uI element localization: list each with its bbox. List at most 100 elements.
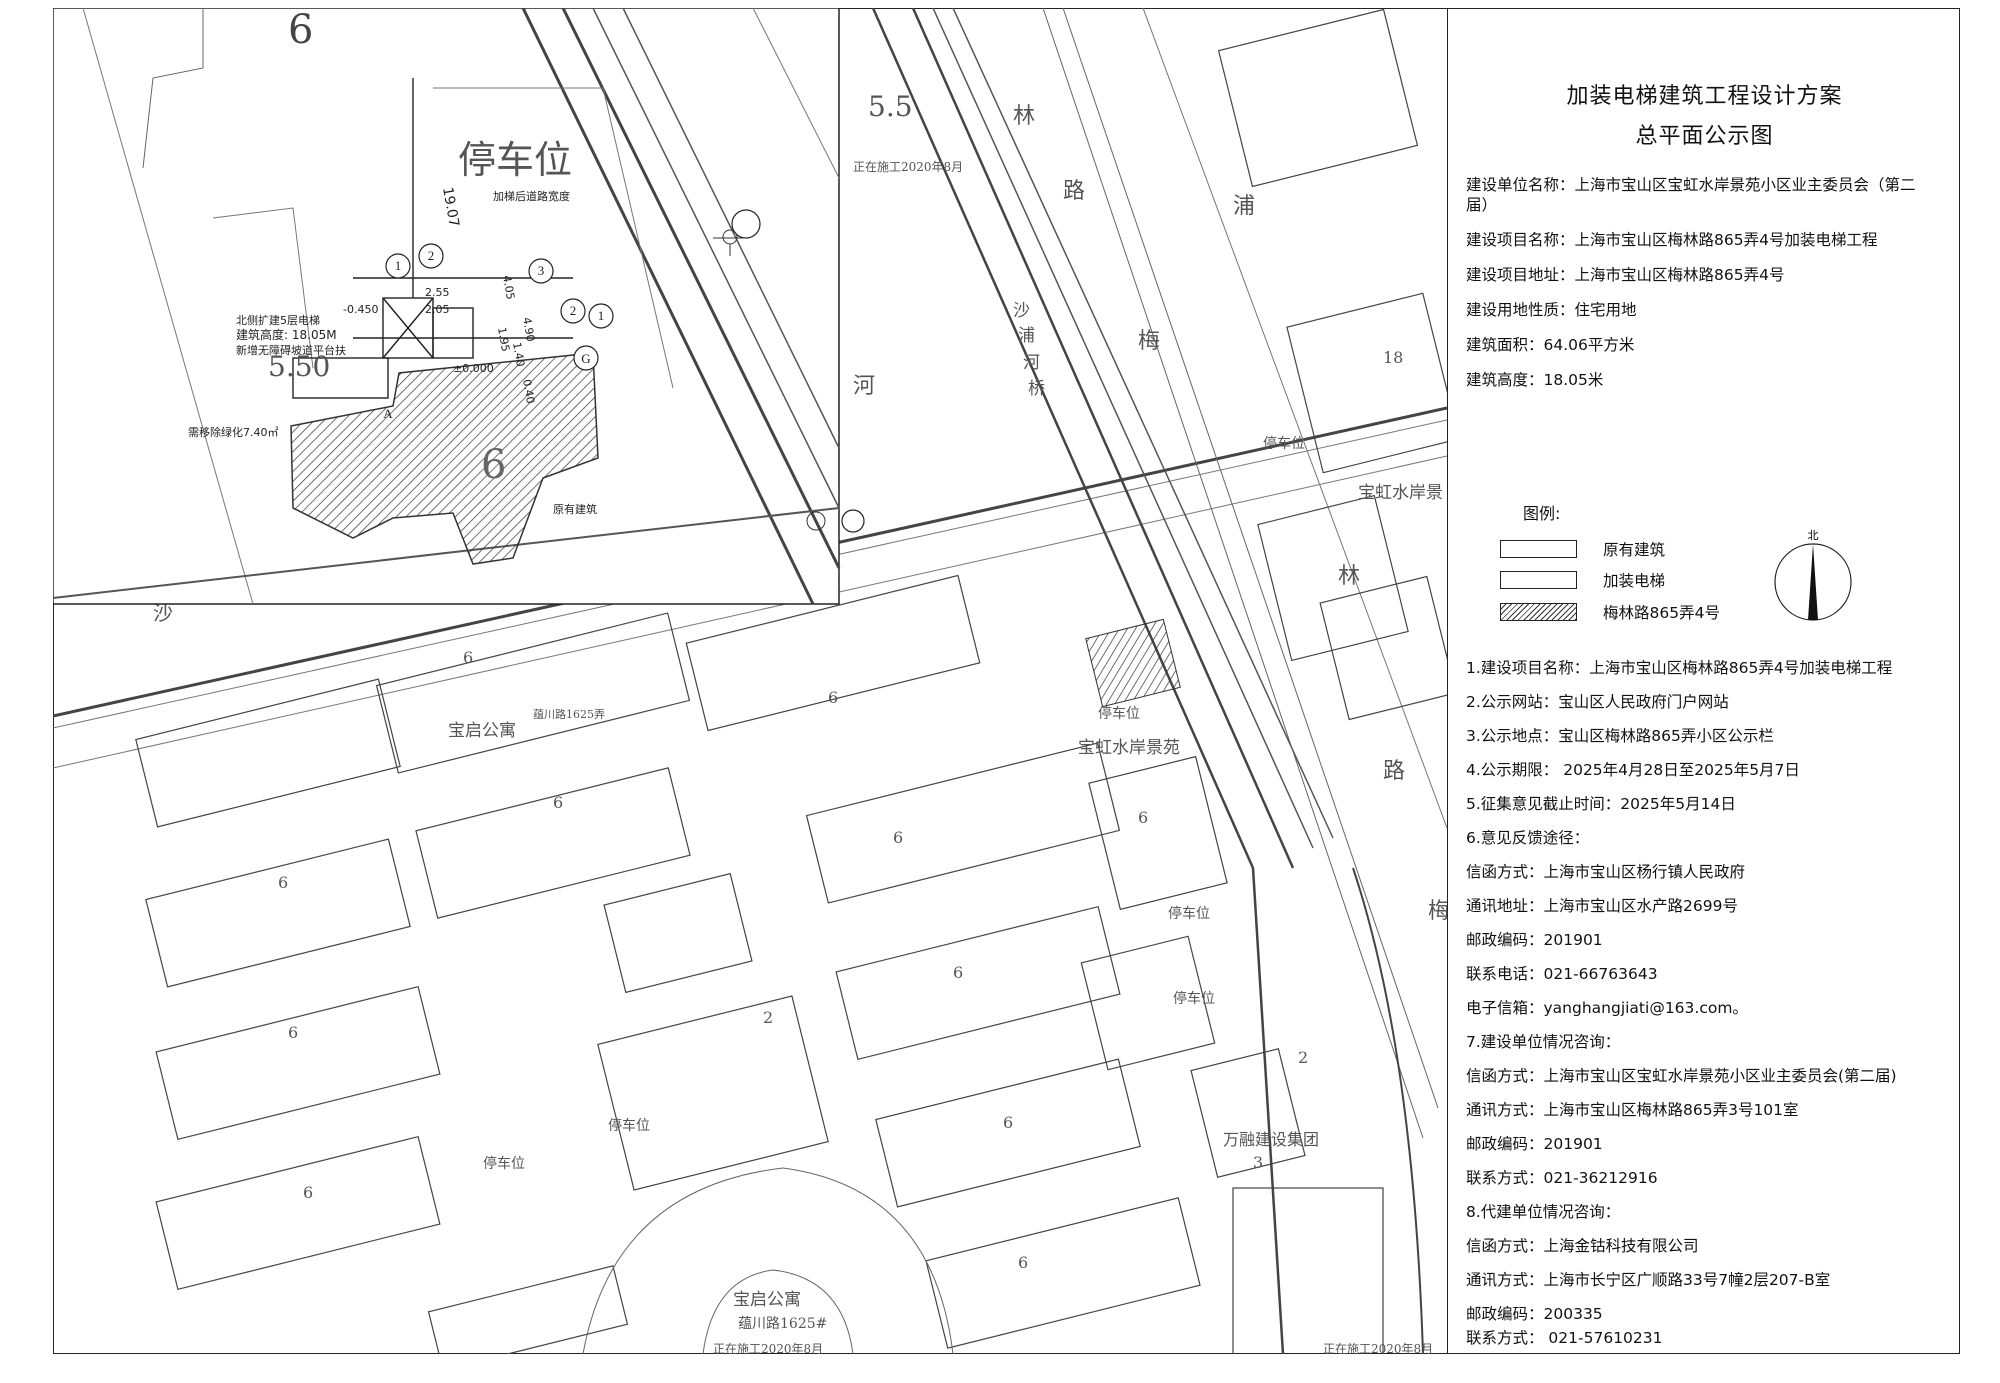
legend-swatch-existing bbox=[1500, 540, 1577, 558]
dim-255: 2.55 bbox=[425, 286, 450, 299]
north-arrow-icon: 北 bbox=[1774, 529, 1852, 621]
road-label-mei2: 梅 bbox=[1428, 899, 1447, 924]
notice-item: 邮政编码：201901 bbox=[1466, 1135, 1603, 1153]
bldg-label-9: 6 bbox=[1003, 1113, 1013, 1132]
project-address: 建设项目地址：上海市宝山区梅林路865弄4号 bbox=[1466, 266, 1785, 284]
river-label: 河 bbox=[853, 374, 875, 399]
notice-item: 联系方式： 021-57610231 bbox=[1466, 1329, 1663, 1347]
notice-item: 联系方式：021-36212916 bbox=[1466, 1169, 1658, 1187]
notice-item: 通讯方式：上海市宝山区梅林路865弄3号101室 bbox=[1466, 1101, 1799, 1119]
panel-subtitle: 总平面公示图 bbox=[1635, 124, 1774, 149]
bldg-label-1: 6 bbox=[463, 648, 473, 667]
legend-label-existing: 原有建筑 bbox=[1603, 541, 1666, 559]
dim-19: 19.07 bbox=[439, 186, 462, 228]
compound-address-baoqi2: 蕴川路1625# bbox=[738, 1316, 827, 1332]
notice-item: 1.建设项目名称：上海市宝山区梅林路865弄4号加装电梯工程 bbox=[1466, 659, 1893, 677]
notice-item: 2.公示网站：宝山区人民政府门户网站 bbox=[1466, 693, 1729, 711]
road-label-pu: 浦 bbox=[1233, 194, 1255, 219]
bldg-label-12: 2 bbox=[763, 1008, 773, 1027]
inset-parking: 停车位 bbox=[458, 138, 572, 182]
bridge-label-4: 桥 bbox=[1028, 379, 1045, 399]
road-label-lin2: 林 bbox=[1338, 564, 1360, 589]
legend-swatch-subject bbox=[1500, 603, 1577, 621]
inset-elevation-top: 5.5 bbox=[868, 90, 913, 123]
note-existing: 原有建筑 bbox=[553, 502, 597, 516]
axis-5: 1 bbox=[598, 308, 605, 323]
bldg-label-6: 6 bbox=[288, 1023, 298, 1042]
north-label: 北 bbox=[1808, 529, 1819, 542]
notice-item: 信函方式：上海金钴科技有限公司 bbox=[1466, 1237, 1699, 1255]
notice-item: 通讯地址：上海市宝山区水产路2699号 bbox=[1466, 897, 1738, 915]
notice-item: 信函方式：上海市宝山区杨行镇人民政府 bbox=[1466, 863, 1746, 881]
bldg-label-5: 6 bbox=[893, 828, 903, 847]
notice-item: 6.意见反馈途径： bbox=[1466, 829, 1590, 847]
note-stair: 新增无障碍坡道平台扶 bbox=[236, 343, 346, 357]
inset-elevation-left: 5.50 bbox=[268, 350, 330, 383]
main-map-labels: 沙 浦 林 林 路 路 梅 梅 河 沙 浦 河 桥 宝虹水岸景 宝虹水岸景苑 宝… bbox=[153, 104, 1447, 1354]
road-label-lin1: 林 bbox=[1013, 104, 1035, 129]
bldg-label-15: 18 bbox=[1383, 348, 1403, 367]
axis-4: 2 bbox=[570, 303, 577, 318]
bridge-label-2: 浦 bbox=[1018, 326, 1035, 346]
builder-name: 建设单位名称：上海市宝山区宝虹水岸景苑小区业主委员会（第二届） bbox=[1466, 176, 1916, 214]
level-neg: -0.450 bbox=[343, 303, 378, 316]
grid-letter-g: G bbox=[581, 351, 590, 366]
project-name: 建设项目名称：上海市宝山区梅林路865弄4号加装电梯工程 bbox=[1466, 231, 1878, 249]
construct-label-2: 正在施工2020年8月 bbox=[1323, 1342, 1433, 1354]
notice-item: 通讯方式：上海市长宁区广顺路33号7幢2层207-B室 bbox=[1466, 1271, 1831, 1289]
notice-item: 3.公示地点：宝山区梅林路865弄小区公示栏 bbox=[1466, 727, 1774, 745]
notice-item: 邮政编码：200335 bbox=[1466, 1305, 1603, 1323]
site-plan-map: 沙 浦 林 林 路 路 梅 梅 河 沙 浦 河 桥 宝虹水岸景 宝虹水岸景苑 宝… bbox=[53, 8, 1447, 1354]
inset-building-number-top: 6 bbox=[288, 8, 313, 53]
bldg-label-3: 6 bbox=[828, 688, 838, 707]
legend-label-elevator: 加装电梯 bbox=[1603, 572, 1666, 590]
construct-label-1: 正在施工2020年8月 bbox=[713, 1342, 823, 1354]
notice-item: 信函方式：上海市宝山区宝虹水岸景苑小区业主委员会(第二届) bbox=[1466, 1067, 1897, 1085]
notice-item: 7.建设单位情况咨询： bbox=[1466, 1033, 1621, 1051]
notice-item: 邮政编码：201901 bbox=[1466, 931, 1603, 949]
dim-195: 1.95 bbox=[495, 326, 512, 352]
land-use: 建设用地性质：住宅用地 bbox=[1466, 301, 1637, 319]
compound-label-north: 宝虹水岸景 bbox=[1358, 483, 1443, 503]
compound-label-baoqi2: 宝启公寓 bbox=[733, 1290, 801, 1310]
bldg-label-13: 2 bbox=[1298, 1048, 1308, 1067]
bldg-label-7: 6 bbox=[953, 963, 963, 982]
inset-construct: 正在施工2020年8月 bbox=[853, 160, 963, 174]
bridge-label-1: 沙 bbox=[1013, 301, 1030, 321]
dim-140: 1.40 bbox=[510, 341, 527, 367]
note-green: 需移除绿化7.40㎡ bbox=[188, 425, 279, 439]
legend-label-subject: 梅林路865弄4号 bbox=[1603, 604, 1720, 622]
bridge-label-3: 河 bbox=[1023, 353, 1040, 373]
building-height: 建筑高度：18.05米 bbox=[1466, 371, 1604, 389]
drawing-frame bbox=[53, 8, 1960, 1354]
notice-item: 8.代建单位情况咨询： bbox=[1466, 1203, 1621, 1221]
notice-item: 联系电话：021-66763643 bbox=[1466, 965, 1658, 983]
note-elevator: 北侧扩建5层电梯 bbox=[236, 313, 320, 327]
note-height: 建筑高度: 18.05M bbox=[236, 327, 337, 342]
road-label-mei1: 梅 bbox=[1138, 329, 1160, 354]
road-label-lu2: 路 bbox=[1383, 759, 1405, 784]
legend-swatch-elevator bbox=[1500, 571, 1577, 589]
wanrong-label: 万融建设集团 bbox=[1223, 1130, 1319, 1149]
road-label-lu1: 路 bbox=[1063, 179, 1085, 204]
compound-address-baoqi1: 蕴川路1625弄 bbox=[533, 708, 605, 721]
bldg-label-4: 6 bbox=[278, 873, 288, 892]
parking-label-5: 停车位 bbox=[1098, 705, 1140, 722]
notice-item: 电子信箱：yanghangjiati@163.com。 bbox=[1466, 999, 1748, 1017]
road-label-sha: 沙 bbox=[153, 601, 173, 625]
inset-detail: 1 2 3 2 1 G A 停车位 5.50 5.5 6 6 正在施工2020年… bbox=[53, 8, 963, 605]
main-site-plan bbox=[53, 8, 1447, 1354]
parking-label-1: 停车位 bbox=[608, 1117, 650, 1134]
legend-title: 图例: bbox=[1523, 504, 1561, 523]
compound-label-south: 宝虹水岸景苑 bbox=[1078, 738, 1180, 758]
inset-building-number: 6 bbox=[481, 442, 506, 488]
bldg-label-14: 3 bbox=[1253, 1153, 1263, 1172]
bldg-label-8: 6 bbox=[303, 1183, 313, 1202]
notice-item: 4.公示期限： 2025年4月28日至2025年5月7日 bbox=[1466, 761, 1800, 779]
compound-label-baoqi1: 宝启公寓 bbox=[448, 721, 516, 741]
bldg-label-10: 6 bbox=[1018, 1253, 1028, 1272]
notice-item: 5.征集意见截止时间：2025年5月14日 bbox=[1466, 795, 1736, 813]
parking-label-3: 停车位 bbox=[1168, 905, 1210, 922]
panel-title: 加装电梯建筑工程设计方案 bbox=[1566, 84, 1843, 109]
dim-040: 0.40 bbox=[520, 378, 537, 404]
